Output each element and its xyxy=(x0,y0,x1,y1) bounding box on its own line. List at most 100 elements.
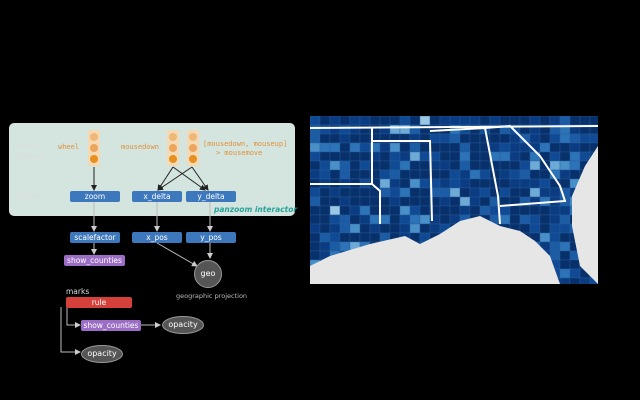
county-cell[interactable] xyxy=(379,187,391,198)
county-cell[interactable] xyxy=(439,151,451,162)
county-cell[interactable] xyxy=(339,196,351,207)
county-cell[interactable] xyxy=(439,214,451,225)
county-cell[interactable] xyxy=(349,196,361,207)
county-cell[interactable] xyxy=(569,133,581,144)
county-cell[interactable] xyxy=(389,151,401,162)
county-cell[interactable] xyxy=(529,116,541,126)
county-cell[interactable] xyxy=(549,116,561,126)
county-cell[interactable] xyxy=(429,223,441,234)
county-cell[interactable] xyxy=(409,169,421,180)
county-cell[interactable] xyxy=(409,116,421,126)
county-cell[interactable] xyxy=(539,133,551,144)
county-cell[interactable] xyxy=(359,187,371,198)
county-cell[interactable] xyxy=(539,232,551,243)
county-cell[interactable] xyxy=(369,205,381,216)
county-cell[interactable] xyxy=(579,133,591,144)
county-cell[interactable] xyxy=(359,205,371,216)
county-cell[interactable] xyxy=(319,232,331,243)
county-cell[interactable] xyxy=(339,187,351,198)
county-cell[interactable] xyxy=(399,160,411,171)
county-cell[interactable] xyxy=(449,205,461,216)
county-cell[interactable] xyxy=(509,187,521,198)
county-cell[interactable] xyxy=(429,116,441,126)
county-cell[interactable] xyxy=(439,205,451,216)
county-cell[interactable] xyxy=(559,268,571,279)
signal-x-delta[interactable]: x_delta xyxy=(132,191,182,202)
county-cell[interactable] xyxy=(319,133,331,144)
county-cell[interactable] xyxy=(310,151,321,162)
county-cell[interactable] xyxy=(329,232,341,243)
signal-x-pos[interactable]: x_pos xyxy=(132,232,182,243)
county-cell[interactable] xyxy=(499,133,511,144)
county-cell[interactable] xyxy=(349,223,361,234)
county-cell[interactable] xyxy=(329,124,341,135)
county-cell[interactable] xyxy=(419,160,431,171)
county-cell[interactable] xyxy=(310,133,321,144)
county-cell[interactable] xyxy=(349,160,361,171)
county-cell[interactable] xyxy=(319,142,331,153)
county-cell[interactable] xyxy=(519,116,531,126)
county-cell[interactable] xyxy=(310,241,321,252)
county-cell[interactable] xyxy=(409,151,421,162)
signal-scalefactor[interactable]: scalefactor xyxy=(70,232,120,243)
county-cell[interactable] xyxy=(379,196,391,207)
county-cell[interactable] xyxy=(389,187,401,198)
county-cell[interactable] xyxy=(339,160,351,171)
county-cell[interactable] xyxy=(339,223,351,234)
county-cell[interactable] xyxy=(449,151,461,162)
county-cell[interactable] xyxy=(509,142,521,153)
county-cell[interactable] xyxy=(439,142,451,153)
county-cell[interactable] xyxy=(419,214,431,225)
county-cell[interactable] xyxy=(559,178,571,189)
county-cell[interactable] xyxy=(310,196,321,207)
choropleth-map[interactable] xyxy=(310,116,598,284)
county-cell[interactable] xyxy=(329,169,341,180)
county-cell[interactable] xyxy=(459,187,471,198)
county-cell[interactable] xyxy=(419,169,431,180)
county-cell[interactable] xyxy=(539,116,551,126)
county-cell[interactable] xyxy=(519,178,531,189)
county-cell[interactable] xyxy=(419,205,431,216)
county-cell[interactable] xyxy=(559,151,571,162)
county-cell[interactable] xyxy=(469,178,481,189)
county-cell[interactable] xyxy=(389,178,401,189)
county-cell[interactable] xyxy=(549,250,561,261)
county-cell[interactable] xyxy=(329,187,341,198)
county-cell[interactable] xyxy=(429,133,441,144)
county-cell[interactable] xyxy=(509,116,521,126)
county-cell[interactable] xyxy=(310,214,321,225)
county-cell[interactable] xyxy=(479,169,491,180)
county-cell[interactable] xyxy=(559,277,571,284)
county-cell[interactable] xyxy=(310,169,321,180)
county-cell[interactable] xyxy=(459,205,471,216)
county-cell[interactable] xyxy=(459,142,471,153)
county-cell[interactable] xyxy=(499,214,511,225)
county-cell[interactable] xyxy=(559,241,571,252)
county-cell[interactable] xyxy=(549,142,561,153)
county-cell[interactable] xyxy=(509,160,521,171)
county-cell[interactable] xyxy=(379,142,391,153)
county-cell[interactable] xyxy=(519,214,531,225)
signal-y-pos[interactable]: y_pos xyxy=(186,232,236,243)
county-cell[interactable] xyxy=(459,151,471,162)
county-cell[interactable] xyxy=(389,116,401,126)
county-cell[interactable] xyxy=(529,160,541,171)
county-cell[interactable] xyxy=(519,205,531,216)
county-cell[interactable] xyxy=(569,268,581,279)
county-cell[interactable] xyxy=(349,142,361,153)
county-cell[interactable] xyxy=(399,169,411,180)
county-cell[interactable] xyxy=(319,169,331,180)
county-cell[interactable] xyxy=(459,196,471,207)
county-cell[interactable] xyxy=(459,160,471,171)
county-cell[interactable] xyxy=(409,178,421,189)
county-cell[interactable] xyxy=(439,169,451,180)
county-cell[interactable] xyxy=(549,232,561,243)
county-cell[interactable] xyxy=(559,250,571,261)
county-cell[interactable] xyxy=(559,116,571,126)
county-cell[interactable] xyxy=(559,133,571,144)
county-cell[interactable] xyxy=(519,151,531,162)
county-cell[interactable] xyxy=(519,169,531,180)
county-cell[interactable] xyxy=(449,160,461,171)
county-cell[interactable] xyxy=(339,116,351,126)
county-cell[interactable] xyxy=(449,196,461,207)
